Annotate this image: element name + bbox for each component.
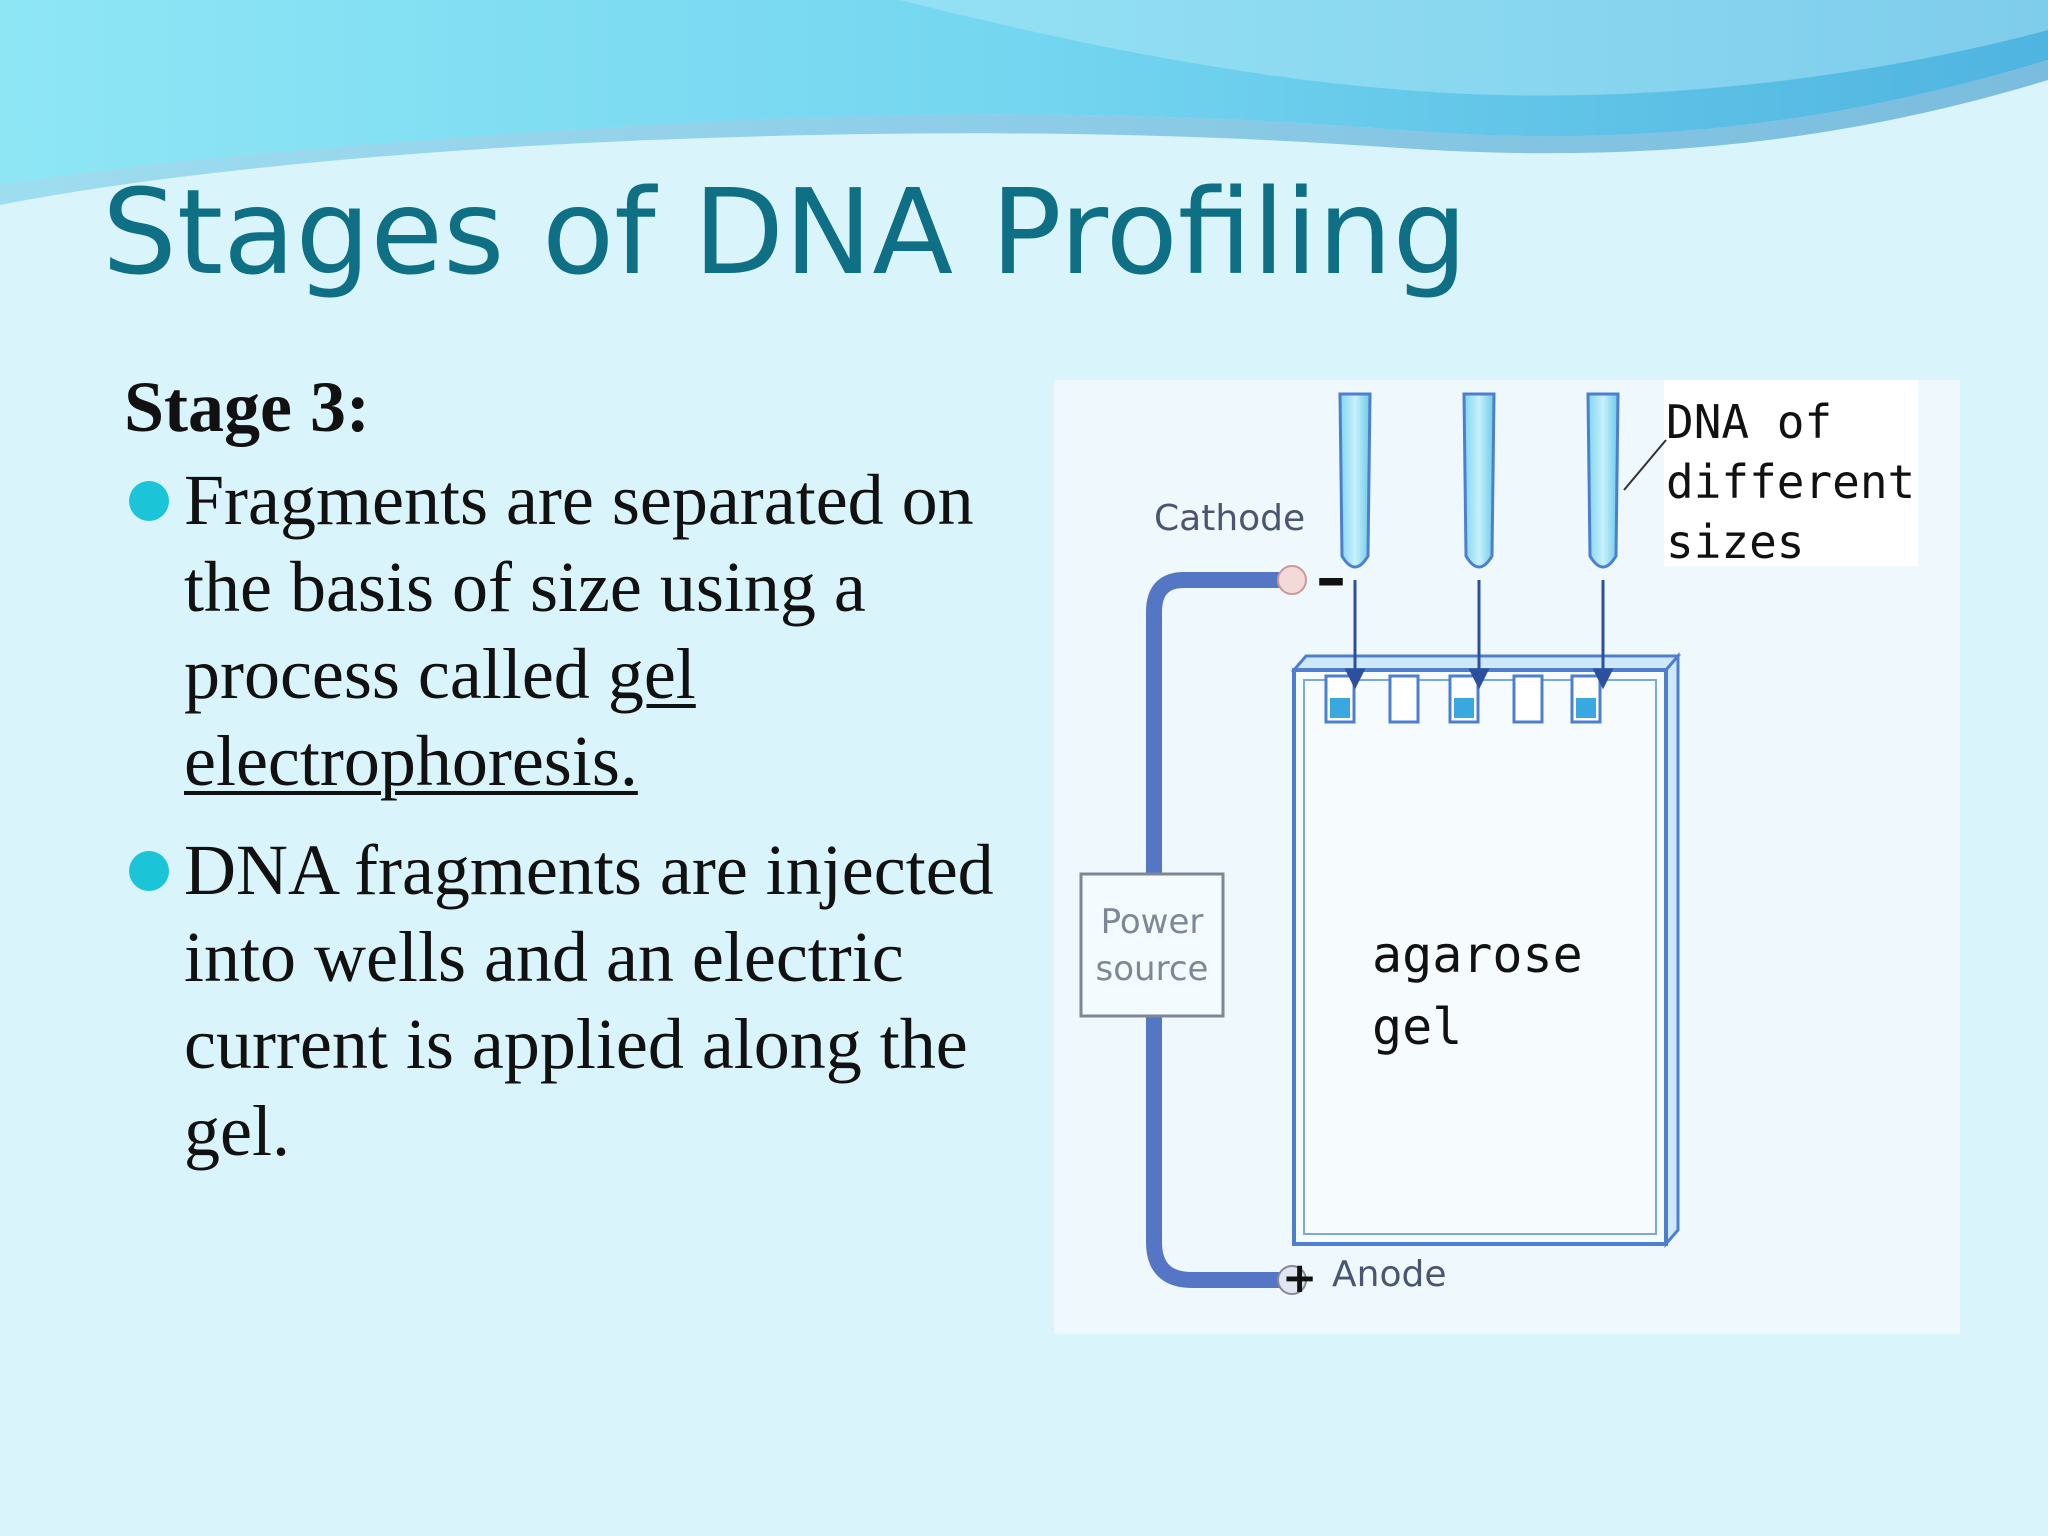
stage-heading: Stage 3: <box>124 367 370 447</box>
gel-electrophoresis-diagram: Power source Cathode – + Anode <box>1054 380 1960 1334</box>
sample-tubes <box>1338 392 1620 569</box>
power-source-label: Power <box>1101 902 1204 942</box>
gel-electrophoresis-term: gel electrophoresis. <box>184 634 696 802</box>
bullet-item-1: Fragments are separated on the basis of … <box>124 457 1004 805</box>
cathode-terminal <box>1277 565 1307 595</box>
anode-label: Anode <box>1332 1254 1446 1295</box>
anode-terminal <box>1277 1265 1307 1295</box>
dna-label-line3: sizes <box>1666 515 1804 569</box>
bullet-item-2: DNA fragments are injected into wells an… <box>124 827 1004 1175</box>
slide-title: Stages of DNA Profiling <box>102 163 1468 301</box>
gel-slab <box>1292 668 1668 1246</box>
anode-sign: + <box>1282 1253 1317 1302</box>
agarose-gel-label: agarose <box>1372 926 1583 984</box>
agarose-gel-label-line2: gel <box>1372 998 1462 1056</box>
dna-label-box <box>1664 380 1918 566</box>
bullet-text-2: DNA fragments are injected into wells an… <box>184 830 994 1172</box>
bullet-text-1: Fragments are separated on the basis of … <box>184 457 1004 805</box>
power-source-label-line2: source <box>1096 949 1209 989</box>
dna-label-line2: different <box>1666 455 1915 509</box>
bullet-dot-icon <box>129 851 169 892</box>
dna-label-leader <box>1623 439 1667 491</box>
dna-label: DNA of <box>1666 395 1832 449</box>
bullet-1-text: Fragments are separated on the basis of … <box>184 460 974 715</box>
diagram-svg: Power source Cathode – + Anode <box>1079 380 1918 1302</box>
dna-samples-in-wells <box>1330 698 1596 718</box>
power-source-box <box>1079 872 1225 1018</box>
slide-body: Stage 3: Fragments are separated on the … <box>124 367 1004 1197</box>
bullet-dot-icon <box>129 481 169 522</box>
decorative-wave-header <box>0 0 2048 205</box>
gel-slab-top <box>1290 654 1682 672</box>
circuit-wire <box>1146 572 1292 1288</box>
cathode-label: Cathode <box>1154 498 1305 539</box>
injection-arrows <box>1344 580 1614 690</box>
